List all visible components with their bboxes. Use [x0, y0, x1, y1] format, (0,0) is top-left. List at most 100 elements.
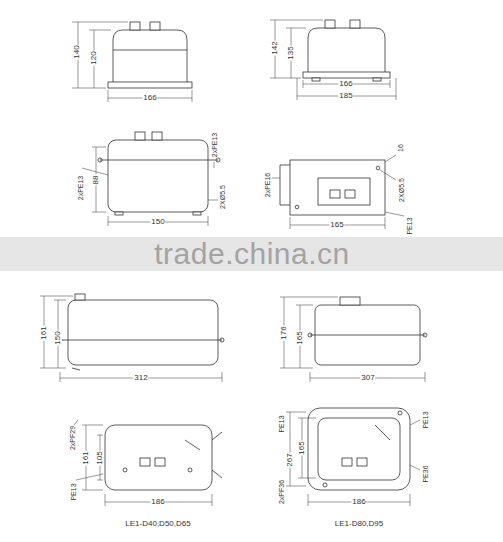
dimension-lines	[286, 28, 306, 29]
top-view-d40	[105, 425, 222, 490]
dimension-label: PE13	[422, 410, 429, 429]
top-view-d80	[308, 408, 410, 490]
top-view-d80	[398, 411, 402, 415]
dimension-label: 140	[73, 44, 81, 59]
front-view-small	[113, 50, 187, 51]
dimension-label: 120	[90, 50, 98, 65]
dimension-lines	[74, 420, 212, 506]
top-view-small	[280, 160, 385, 215]
top-view-small	[345, 190, 355, 198]
top-view-small	[280, 205, 290, 206]
dimension-lines	[92, 147, 106, 148]
top-view-small	[318, 178, 370, 205]
front-view-large	[308, 28, 385, 72]
dimension-lines	[385, 155, 396, 162]
dimension-lines	[270, 20, 396, 100]
dimension-lines	[72, 22, 192, 102]
front-view-small	[130, 22, 140, 30]
watermark: trade.china.cn	[153, 239, 350, 269]
dimension-label: 186	[150, 498, 165, 506]
side-view-small	[98, 132, 220, 215]
dimension-label: 2XØ5.5	[219, 184, 226, 210]
side-view-d80	[308, 297, 427, 365]
top-view-small	[330, 190, 340, 198]
watermark-band	[0, 237, 503, 271]
dimension-label: 176	[280, 325, 288, 340]
top-view-d40	[185, 440, 200, 450]
dimension-lines	[296, 305, 313, 306]
side-view-small	[152, 132, 162, 140]
dimension-label: 166	[338, 80, 353, 88]
dimension-lines	[105, 494, 106, 506]
dimension-label: 135	[287, 45, 295, 60]
dimension-lines	[72, 88, 106, 89]
side-view-d40	[72, 368, 80, 370]
dimension-lines	[270, 78, 301, 79]
side-view-small	[135, 132, 145, 140]
top-view-d40	[123, 468, 127, 472]
side-view-small	[216, 158, 220, 162]
dimension-label: 307	[360, 374, 375, 382]
dimension-label: PE36	[422, 464, 429, 483]
dimension-label: 165	[298, 440, 306, 455]
dimension-lines	[280, 297, 338, 298]
side-view-small	[193, 212, 201, 215]
top-view-small	[290, 160, 385, 215]
dimension-lines	[89, 30, 111, 31]
dimension-lines	[410, 465, 420, 470]
dimension-lines	[385, 217, 386, 229]
model-caption: LE1-D80,D95	[334, 520, 384, 528]
side-view-d80	[310, 335, 425, 336]
dimension-label: 186	[351, 498, 366, 506]
top-view-d40	[188, 468, 192, 472]
dimension-lines	[410, 494, 411, 506]
front-view-large	[312, 78, 320, 81]
dimension-lines	[310, 372, 311, 382]
top-view-d80	[342, 458, 352, 466]
side-view-small	[108, 140, 208, 212]
dimension-lines	[286, 412, 306, 413]
dimension-label: 150	[54, 330, 62, 345]
dimension-label: 2xPE13	[77, 175, 84, 202]
dimension-label: 165	[329, 221, 344, 229]
top-view-small	[280, 165, 290, 166]
front-view-small	[113, 30, 187, 82]
side-view-d80	[308, 333, 312, 337]
dimension-lines	[385, 212, 404, 216]
dimension-lines	[298, 418, 316, 419]
dimension-lines	[212, 494, 213, 506]
top-view-d80	[318, 418, 400, 480]
dimension-lines	[60, 372, 61, 382]
dimension-lines	[108, 216, 109, 226]
top-view-d40	[212, 470, 222, 478]
dimension-lines	[82, 425, 103, 426]
dimension-lines	[297, 78, 298, 100]
dimension-label: 2xPE13	[211, 132, 218, 159]
top-view-d40	[155, 458, 165, 466]
dimension-label: 185	[338, 92, 353, 100]
dimension-label: 2xPE16	[264, 172, 271, 199]
dimension-label: 161	[40, 325, 48, 340]
dimension-lines	[298, 478, 316, 479]
dimension-lines	[410, 420, 420, 425]
dimension-lines	[380, 170, 396, 180]
dimension-lines	[280, 368, 313, 369]
dimension-label: 267	[286, 452, 294, 467]
top-view-small	[295, 205, 299, 209]
side-view-small	[100, 160, 218, 161]
top-view-d40	[212, 432, 222, 440]
front-view-large	[373, 78, 381, 81]
dimension-label: PE13	[406, 216, 413, 235]
top-view-d40	[140, 458, 150, 466]
dimension-lines	[92, 212, 106, 213]
front-view-large	[350, 20, 360, 28]
side-view-d40	[68, 300, 218, 365]
dimension-lines	[40, 296, 222, 382]
dimension-lines	[208, 200, 218, 201]
top-view-d80	[308, 408, 410, 490]
front-view-small	[108, 22, 192, 88]
dimension-lines	[208, 216, 209, 226]
dimension-lines	[82, 147, 218, 226]
top-view-small	[376, 166, 380, 170]
